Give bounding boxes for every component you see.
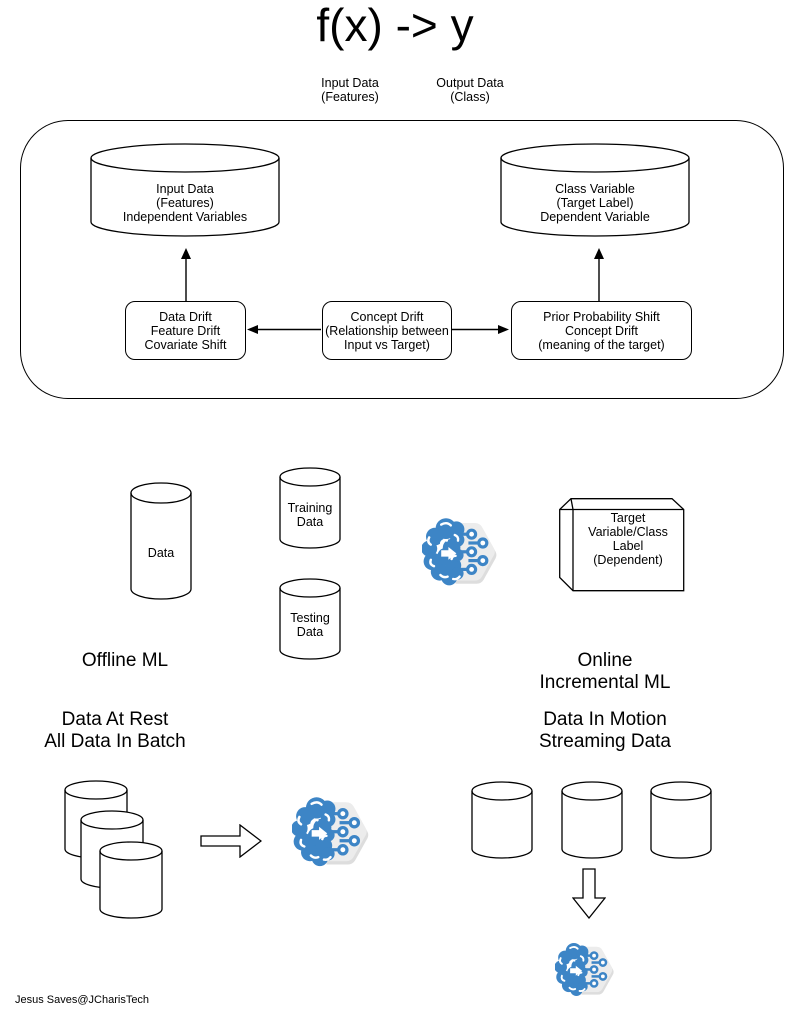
page-title: f(x) -> y [316,0,474,51]
input-data-cylinder-icon [90,143,280,237]
offline-ml-subtitle: Data At Rest All Data In Batch [44,709,186,752]
ml-brain-icon [422,513,502,597]
batch-cylinder-front-icon [99,841,163,919]
offline-ml-title: Offline ML [81,650,169,671]
left-arrow-icon [247,325,321,334]
block-arrow-down-icon [572,868,606,919]
data-drift-box: Data Drift Feature Drift Covariate Shift [125,301,246,360]
right-arrow-icon [451,325,509,334]
training-data-cylinder-icon [279,467,341,549]
up-arrow-left-icon [181,248,191,301]
stream-cylinder-3-icon [650,781,712,859]
data-cylinder-icon [130,482,192,600]
testing-cylinder-label: Testing Data [290,611,330,639]
input-cylinder-label: Input Data (Features) Independent Variab… [122,182,248,224]
target-variable-box-icon [559,498,685,592]
input-data-label: Input Data (Features) [321,76,379,104]
ml-brain-batch-icon [292,792,374,878]
class-cylinder-label: Class Variable (Target Label) Dependent … [540,182,650,224]
target-variable-box-label: Target Variable/Class Label (Dependent) [588,511,668,567]
stream-cylinder-2-icon [561,781,623,859]
ml-brain-stream-icon [555,939,618,1005]
online-ml-subtitle: Data In Motion Streaming Data [538,709,671,752]
data-cylinder-label: Data [147,546,175,560]
training-cylinder-label: Training Data [287,501,333,529]
concept-drift-box: Concept Drift (Relationship between Inpu… [322,301,452,360]
online-ml-title: Online Incremental ML [539,650,671,693]
prior-probability-shift-box: Prior Probability Shift Concept Drift (m… [511,301,692,360]
stream-cylinder-1-icon [471,781,533,859]
up-arrow-right-icon [594,248,604,301]
block-arrow-right-icon [200,824,262,858]
output-data-label: Output Data (Class) [436,76,504,104]
watermark: Jesus Saves@JCharisTech [15,994,150,1006]
class-variable-cylinder-icon [500,143,690,237]
testing-data-cylinder-icon [279,578,341,660]
